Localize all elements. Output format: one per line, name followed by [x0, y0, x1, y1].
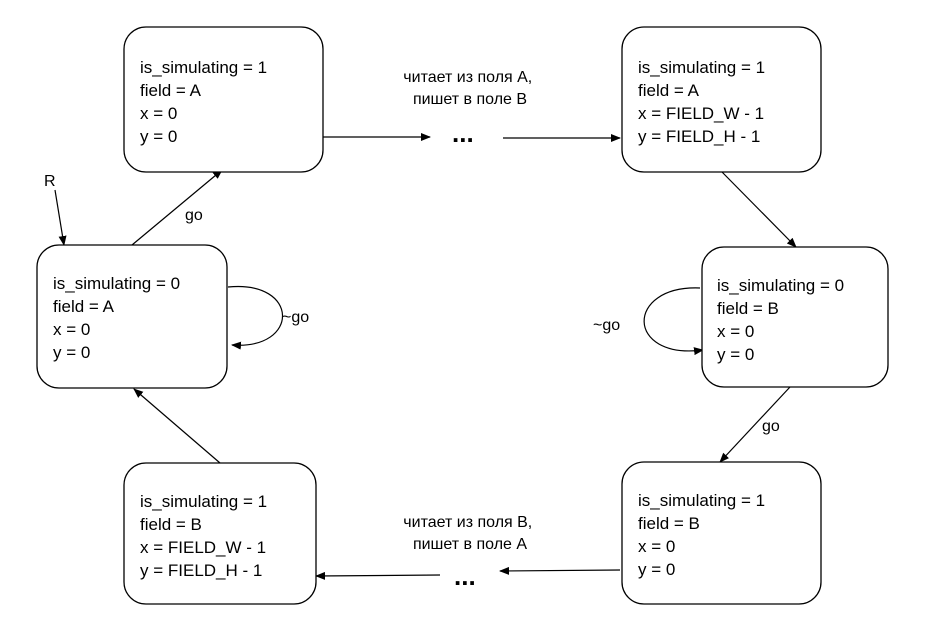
state-line: y = FIELD_H - 1: [140, 561, 262, 580]
state-line: y = 0: [638, 560, 675, 579]
state-box: [36, 244, 228, 389]
state-line: field = B: [140, 515, 202, 534]
state-s0: is_simulating = 0 field = A x = 0 y = 0: [36, 244, 228, 389]
state-box: [123, 462, 317, 605]
state-line: is_simulating = 1: [638, 58, 765, 77]
ellipsis-bottom: ...: [454, 561, 476, 591]
reset-label: R: [44, 173, 56, 190]
svg-text:is_simulating = 1 field: is_simulating = 1 field = B x = FIELD_W …: [140, 492, 272, 580]
svg-text:is_simulating = 1 field: is_simulating = 1 field = A x = 0 y = 0: [140, 58, 272, 146]
edge-ellipsis-bottom-to-s5: [315, 571, 441, 580]
state-s4: is_simulating = 1 field = B x = 0 y = 0: [621, 461, 822, 605]
state-box: [701, 246, 889, 388]
state-line: field = B: [717, 299, 779, 318]
state-line: x = 0: [140, 104, 177, 123]
edge-s0-to-s1: [131, 169, 223, 246]
state-line: x = 0: [53, 320, 90, 339]
not-go-label-left: ~go: [282, 309, 309, 326]
top-note: читает из поля A, пишет в поле B: [403, 69, 536, 108]
state-line: x = FIELD_W - 1: [638, 104, 764, 123]
state-line: field = A: [140, 81, 202, 100]
state-line: x = 0: [717, 322, 754, 341]
reset-arrow: [54, 189, 67, 246]
top-note-line2: пишет в поле B: [413, 91, 527, 108]
state-box: [621, 26, 822, 173]
bottom-note: читает из поля B, пишет в поле A: [403, 514, 536, 553]
not-go-label-right: ~go: [593, 317, 620, 334]
state-line: is_simulating = 1: [140, 492, 267, 511]
edges: [54, 133, 797, 580]
state-line: x = 0: [638, 537, 675, 556]
state-line: is_simulating = 0: [717, 276, 844, 295]
state-line: y = 0: [140, 127, 177, 146]
state-line: x = FIELD_W - 1: [140, 538, 266, 557]
self-loop-s0: [227, 285, 283, 350]
self-loop-s3: [643, 287, 704, 356]
state-s1: is_simulating = 1 field = A x = 0 y = 0: [123, 26, 324, 173]
bottom-note-line1: читает из поля B,: [403, 514, 532, 531]
state-line: is_simulating = 0: [53, 274, 180, 293]
go-label-left: go: [185, 207, 203, 224]
state-s2: is_simulating = 1 field = A x = FIELD_W …: [621, 26, 822, 173]
state-line: field = A: [638, 81, 700, 100]
ellipsis-top: ...: [452, 118, 474, 148]
state-line: y = 0: [717, 345, 754, 364]
state-line: field = B: [638, 514, 700, 533]
edge-s5-to-s0: [133, 388, 221, 464]
state-line: y = FIELD_H - 1: [638, 127, 760, 146]
state-s5: is_simulating = 1 field = B x = FIELD_W …: [123, 462, 317, 605]
top-note-line1: читает из поля A,: [403, 69, 532, 86]
svg-text:is_simulating = 0 field: is_simulating = 0 field = B x = 0 y = 0: [717, 276, 849, 364]
go-label-right: go: [762, 418, 780, 435]
svg-text:is_simulating = 0 field: is_simulating = 0 field = A x = 0 y = 0: [53, 274, 185, 362]
state-line: y = 0: [53, 343, 90, 362]
edge-s4-to-ellipsis-bottom: [499, 566, 621, 575]
edge-s2-to-s3: [721, 171, 797, 248]
state-s3: is_simulating = 0 field = B x = 0 y = 0: [701, 246, 889, 388]
bottom-note-line2: пишет в поле A: [413, 536, 527, 553]
state-line: is_simulating = 1: [140, 58, 267, 77]
svg-text:is_simulating = 1 field: is_simulating = 1 field = A x = FIELD_W …: [638, 58, 770, 146]
state-box: [123, 26, 324, 173]
state-box: [621, 461, 822, 605]
state-line: is_simulating = 1: [638, 491, 765, 510]
state-line: field = A: [53, 297, 115, 316]
edge-s3-to-s4: [719, 386, 791, 463]
svg-text:is_simulating = 1 field: is_simulating = 1 field = B x = 0 y = 0: [638, 491, 770, 579]
